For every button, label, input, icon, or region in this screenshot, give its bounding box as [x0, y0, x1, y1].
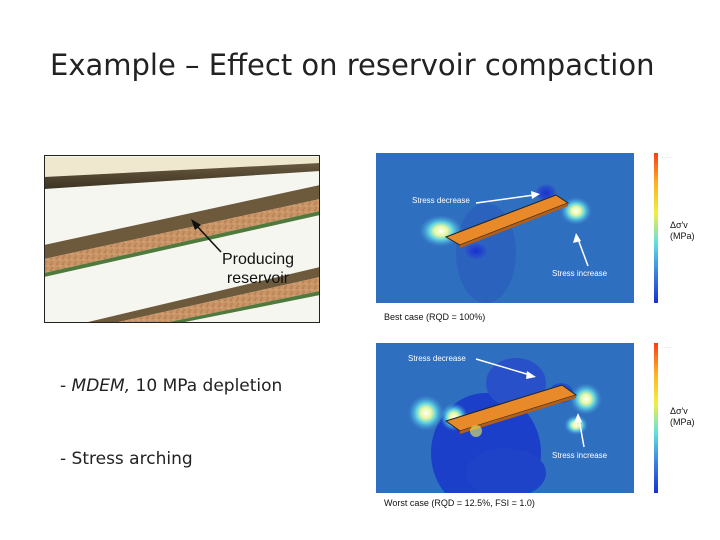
top-caption: Best case (RQD = 100%) — [384, 312, 486, 322]
top-colorbar-ticks: · · · · — [662, 155, 671, 160]
bottom-colorbar-ticks: · · · · — [662, 345, 671, 350]
bottom-stress-increase-label: Stress increase — [552, 451, 608, 460]
bottom-stress-decrease-label: Stress decrease — [408, 354, 466, 363]
top-colorbar-unit: Δσ'v (MPa) — [670, 220, 695, 241]
stress-map-best-case — [376, 153, 634, 303]
top-stress-decrease-label: Stress decrease — [412, 196, 470, 205]
slide-title: Example – Effect on reservoir compaction — [50, 48, 655, 82]
stress-map-worst-case — [376, 343, 634, 493]
bullet-stress-arching: - Stress arching — [60, 449, 193, 469]
bottom-colorbar — [654, 343, 658, 493]
bullet-mdem: - MDEM, 10 MPa depletion — [60, 376, 283, 396]
top-colorbar — [654, 153, 658, 303]
bottom-colorbar-unit: Δσ'v (MPa) — [670, 406, 695, 427]
top-stress-increase-label: Stress increase — [552, 269, 608, 278]
producing-reservoir-label: Producing reservoir — [221, 251, 295, 287]
reservoir-pointer-arrow — [191, 219, 222, 253]
bottom-caption: Worst case (RQD = 12.5%, FSI = 1.0) — [384, 498, 535, 508]
reservoir-illustration — [44, 155, 320, 323]
